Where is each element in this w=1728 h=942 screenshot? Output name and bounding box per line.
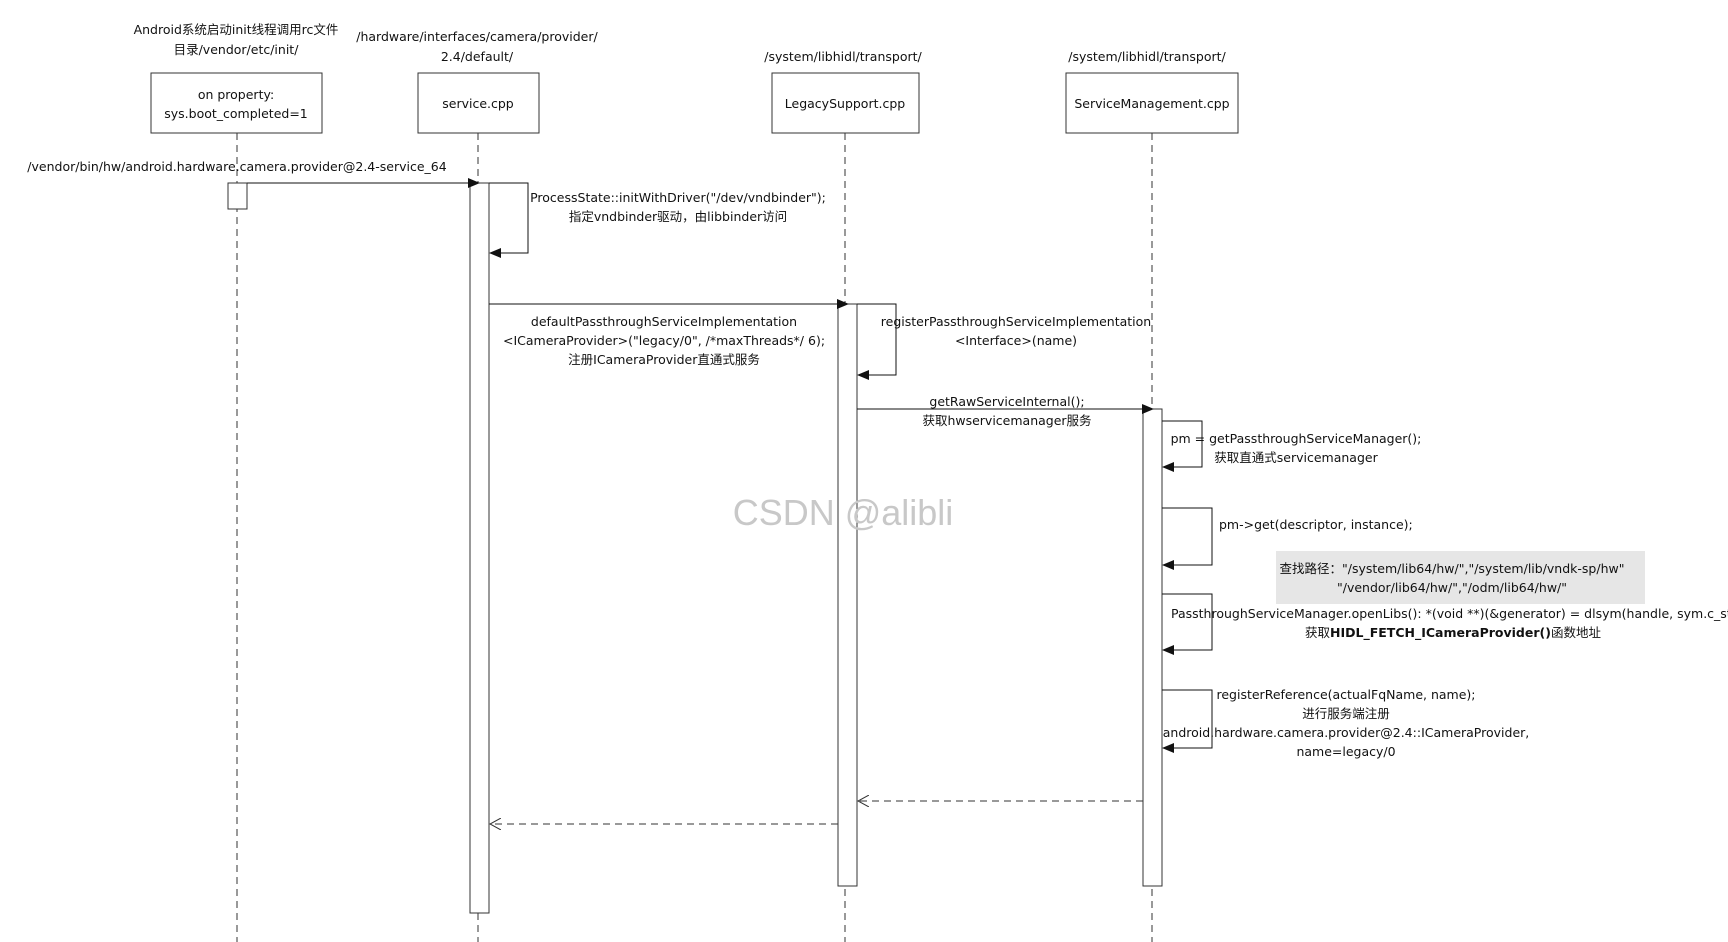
message-register-reference-line1: registerReference(actualFqName, name);	[1216, 687, 1475, 702]
message-register-reference-line3: android.hardware.camera.provider@2.4::IC…	[1163, 725, 1530, 740]
watermark: CSDN @alibli	[733, 492, 954, 533]
search-path-note-line1: 查找路径："/system/lib64/hw/","/system/lib/vn…	[1280, 561, 1625, 576]
participant-mgmt: ServiceManagement.cpp	[1065, 72, 1239, 134]
message-open-libs-prefix: 获取	[1305, 625, 1331, 640]
message-get-raw-service-line2: 获取hwservicemanager服务	[922, 413, 1091, 428]
message-arrow-init-driver	[489, 182, 529, 258]
participant-legacy: LegacySupport.cpp	[771, 72, 920, 134]
search-path-note-line2: "/vendor/lib64/hw/","/odm/lib64/hw/"	[1337, 580, 1567, 595]
activation-init	[227, 182, 248, 210]
activation-mgmt	[1142, 408, 1163, 887]
init-note-line2: 目录/vendor/etc/init/	[174, 42, 300, 57]
message-register-passthrough-line2: <Interface>(name)	[955, 333, 1077, 348]
legacy-path: /system/libhidl/transport/	[764, 49, 922, 64]
message-default-passthrough-line3: 注册ICameraProvider直通式服务	[568, 352, 760, 367]
message-start-service-label: /vendor/bin/hw/android.hardware.camera.p…	[27, 159, 446, 174]
message-init-driver-line1: ProcessState::initWithDriver("/dev/vndbi…	[530, 190, 826, 205]
message-default-passthrough-line1: defaultPassthroughServiceImplementation	[531, 314, 797, 329]
message-arrow-get-passthrough-manager	[1162, 420, 1203, 472]
message-arrow-register-passthrough	[857, 303, 897, 380]
message-register-passthrough-line1: registerPassthroughServiceImplementation	[881, 314, 1151, 329]
message-register-reference-line4: name=legacy/0	[1296, 744, 1395, 759]
message-arrow-open-libs	[1162, 593, 1213, 655]
message-open-libs-line2: 获取HIDL_FETCH_ICameraProvider()函数地址	[1305, 625, 1601, 641]
participant-init-line1: on property:	[198, 87, 274, 102]
message-open-libs-bold: HIDL_FETCH_ICameraProvider()	[1330, 625, 1551, 641]
participant-service-label: service.cpp	[442, 96, 514, 111]
message-register-reference-line2: 进行服务端注册	[1302, 706, 1390, 721]
mgmt-path: /system/libhidl/transport/	[1068, 49, 1226, 64]
message-init-driver-line2: 指定vndbinder驱动，由libbinder访问	[569, 209, 787, 224]
service-path-line1: /hardware/interfaces/camera/provider/	[356, 29, 598, 44]
participant-init: on property: sys.boot_completed=1	[150, 72, 323, 134]
message-get-raw-service-line1: getRawServiceInternal();	[929, 394, 1084, 409]
participant-mgmt-label: ServiceManagement.cpp	[1074, 96, 1229, 111]
participant-legacy-label: LegacySupport.cpp	[785, 96, 905, 111]
message-arrow-pm-get	[1162, 507, 1213, 570]
participant-service: service.cpp	[417, 72, 540, 134]
service-path-line2: 2.4/default/	[441, 49, 514, 64]
message-open-libs-suffix: 函数地址	[1551, 625, 1602, 640]
message-pm-get-label: pm->get(descriptor, instance);	[1219, 517, 1413, 532]
message-arrow-register-reference	[1162, 689, 1213, 753]
activation-service	[469, 182, 490, 914]
activation-legacy	[837, 303, 858, 887]
participant-init-line2: sys.boot_completed=1	[164, 106, 308, 121]
message-default-passthrough-line2: <ICameraProvider>("legacy/0", /*maxThrea…	[503, 333, 825, 348]
init-note-line1: Android系统启动init线程调用rc文件	[134, 22, 339, 37]
search-path-note	[1276, 551, 1645, 604]
message-open-libs-line1: PassthroughServiceManager.openLibs(): *(…	[1171, 606, 1728, 621]
message-get-passthrough-manager-line2: 获取直通式servicemanager	[1214, 450, 1378, 465]
message-get-passthrough-manager-line1: pm = getPassthroughServiceManager();	[1171, 431, 1422, 446]
